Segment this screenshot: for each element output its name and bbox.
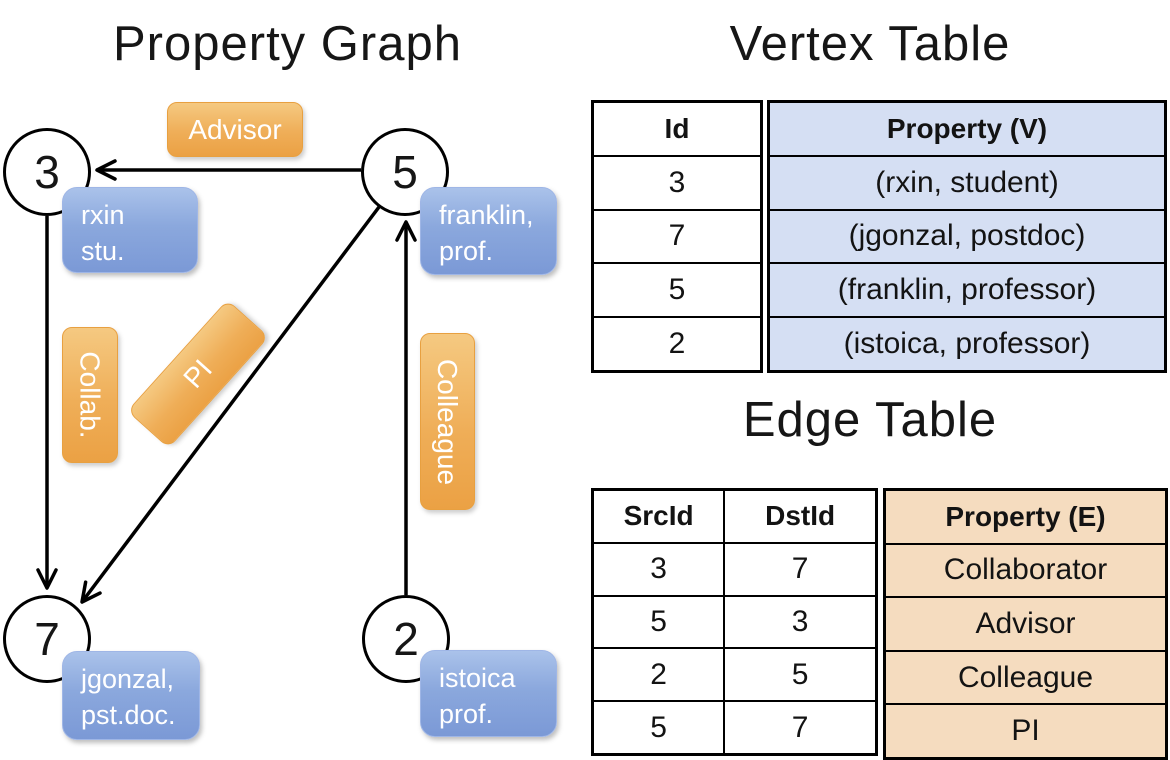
property-line: jgonzal,	[81, 664, 175, 694]
edge-table-row: 2 5	[594, 647, 875, 701]
edge-table-srcdst-columns: SrcId DstId 3 7 5 3 2 5 5 7	[591, 488, 878, 756]
vertex-table-id-cell: 2	[594, 316, 760, 370]
graph-node-3: 3	[3, 128, 91, 216]
edge-table-row: 5 7	[594, 700, 875, 753]
property-line: stu.	[81, 236, 125, 266]
edge-table-property-cell: Advisor	[886, 596, 1165, 650]
property-line: prof.	[439, 236, 494, 266]
edge-label-colleague: Colleague	[420, 333, 475, 510]
vertex-table-property-column: Property (V) (rxin, student) (jgonzal, p…	[767, 100, 1167, 373]
edge-table-row: 3 7	[594, 541, 875, 595]
edge-label-text: Collab.	[75, 351, 107, 439]
edge-table-dstid-cell: 5	[723, 649, 875, 701]
property-line: rxin	[81, 200, 125, 230]
edge-table-property-column: Property (E) Collaborator Advisor Collea…	[883, 488, 1168, 760]
vertex-property-box-jgonzal: jgonzal, pst.doc.	[62, 651, 200, 740]
edge-label-text: Advisor	[188, 113, 282, 145]
vertex-table-id-cell: 7	[594, 208, 760, 263]
vertex-property-box-rxin: rxin stu.	[62, 187, 198, 273]
property-graph-title: Property Graph	[113, 17, 462, 71]
edge-table-dstid-cell: 7	[723, 543, 875, 595]
edge-label-text: Colleague	[432, 358, 464, 485]
edge-label-advisor: Advisor	[167, 102, 303, 157]
vertex-table-property-cell: (rxin, student)	[770, 154, 1164, 209]
edge-table-srcid-cell: 5	[650, 710, 667, 744]
edge-pi-5-to-7	[80, 205, 381, 604]
vertex-property-box-istoica: istoica prof.	[420, 650, 557, 737]
edge-label-text: PI	[177, 353, 219, 394]
edge-table-srcid-header: SrcId	[623, 500, 694, 532]
property-line: pst.doc.	[81, 700, 176, 730]
edge-table-property-cell: Colleague	[886, 649, 1165, 704]
vertex-table-title: Vertex Table	[729, 17, 1011, 71]
property-line: istoica	[439, 663, 516, 693]
edge-table-srcid-cell: 3	[650, 552, 667, 586]
vertex-table-id-header: Id	[664, 112, 690, 144]
vertex-property-box-franklin: franklin, prof.	[420, 187, 557, 275]
vertex-table-id-column: Id 3 7 5 2	[591, 100, 763, 373]
node-id: 2	[393, 613, 419, 665]
node-id: 5	[392, 146, 418, 198]
edge-table-srcid-cell: 2	[650, 657, 667, 691]
vertex-table-id-cell: 3	[594, 154, 760, 209]
vertex-table-property-cell: (franklin, professor)	[770, 262, 1164, 316]
vertex-table-property-header: Property (V)	[886, 112, 1048, 144]
edge-table-row: 5 3	[594, 594, 875, 648]
vertex-table-id-cell: 5	[594, 262, 760, 316]
property-line: franklin,	[439, 200, 534, 230]
node-id: 7	[34, 613, 60, 665]
edge-table-property-header: Property (E)	[945, 500, 1106, 532]
edge-label-collab: Collab.	[62, 327, 118, 463]
property-line: prof.	[439, 699, 494, 729]
vertex-table-property-cell: (istoica, professor)	[770, 316, 1164, 370]
edge-table-title: Edge Table	[742, 393, 998, 447]
edge-table-dstid-header: DstId	[723, 491, 875, 542]
node-id: 3	[34, 146, 60, 198]
edge-table-property-cell: Collaborator	[886, 542, 1165, 597]
edge-table-header-row: SrcId DstId	[594, 491, 875, 542]
edge-table-dstid-cell: 7	[723, 702, 875, 753]
edge-table-srcid-cell: 5	[650, 604, 667, 638]
edge-table-dstid-cell: 3	[723, 596, 875, 648]
edge-table-property-cell: PI	[886, 703, 1165, 757]
vertex-table-property-cell: (jgonzal, postdoc)	[770, 208, 1164, 263]
